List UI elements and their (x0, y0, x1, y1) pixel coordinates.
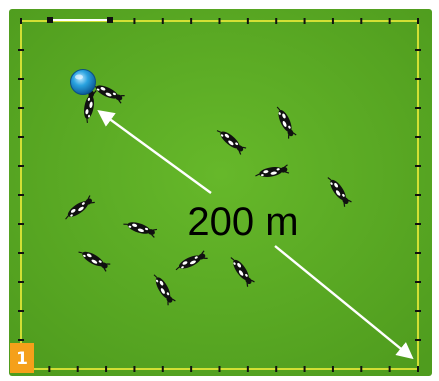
fence-post (415, 49, 421, 51)
distance-label: 200 m (187, 200, 298, 244)
fence-post (133, 366, 135, 372)
fence-post (275, 366, 277, 372)
fence-post (20, 18, 22, 24)
fence-post (18, 165, 24, 167)
fence-post (18, 49, 24, 51)
fence-post (190, 366, 192, 372)
fence-post (304, 18, 306, 24)
fence-post (18, 136, 24, 138)
water-trough-icon (71, 70, 96, 95)
fence-post (415, 78, 421, 80)
fence-post (18, 281, 24, 283)
fence-post (48, 366, 50, 372)
fence-post (77, 366, 79, 372)
fence-post (417, 18, 419, 24)
fence-post (162, 366, 164, 372)
fence-post (415, 252, 421, 254)
fence-post (219, 366, 221, 372)
fence-post (389, 18, 391, 24)
fence-post (18, 194, 24, 196)
fence-post (133, 18, 135, 24)
fence-post (304, 366, 306, 372)
fence-post (18, 339, 24, 341)
fence-post (415, 310, 421, 312)
figure-number-badge: 1 (10, 343, 34, 373)
fence-post (332, 18, 334, 24)
fence-post (332, 366, 334, 372)
fence-post (18, 107, 24, 109)
fence-post (415, 165, 421, 167)
fence-post (415, 194, 421, 196)
fence-post (105, 366, 107, 372)
fence-post (18, 78, 24, 80)
fence-post (360, 18, 362, 24)
fence-post (415, 223, 421, 225)
fence-post (415, 136, 421, 138)
fence-post (18, 252, 24, 254)
fence-post (162, 18, 164, 24)
fence-post (247, 18, 249, 24)
fence-post (190, 18, 192, 24)
fence-post (247, 366, 249, 372)
fence-post (219, 18, 221, 24)
fence-post (18, 310, 24, 312)
fence-post (415, 281, 421, 283)
fence-post (360, 366, 362, 372)
fence-post (415, 107, 421, 109)
fence-post (275, 18, 277, 24)
fence-post (417, 366, 419, 372)
fence-post (389, 366, 391, 372)
fence-post (415, 339, 421, 341)
figure-number: 1 (16, 349, 28, 369)
fence-post (18, 223, 24, 225)
